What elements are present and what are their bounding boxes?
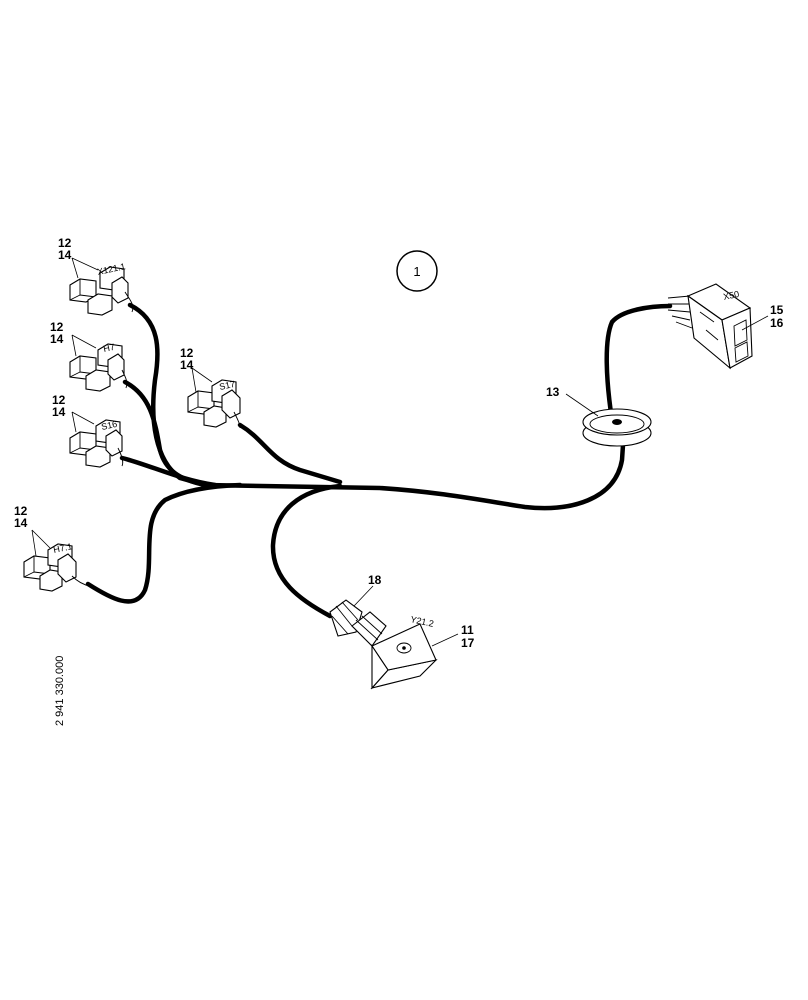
connector-h71-code: H7.1 — [52, 541, 73, 555]
valve-item-b: 17 — [461, 636, 475, 650]
connector-h71: 12 14 H7.1 — [14, 504, 91, 592]
connector-x121-item-a: 12 — [58, 236, 72, 250]
connector-s16-code: S16 — [100, 419, 118, 432]
connector-s17-item-a: 12 — [180, 346, 194, 360]
grommet: 13 — [546, 385, 652, 447]
connector-x50-item-b: 16 — [770, 316, 784, 330]
callout-circle: 1 — [396, 250, 438, 292]
harness-wires — [85, 302, 673, 619]
connector-s16: 12 14 S16 — [52, 393, 124, 468]
connector-s17: 12 14 S17 — [180, 346, 241, 429]
connector-h7: 12 14 H7 — [50, 320, 128, 392]
connector-h71-item-b: 14 — [14, 516, 28, 530]
connector-x50-code: X50 — [722, 289, 740, 302]
callout-number: 1 — [413, 264, 420, 279]
valve-item-a: 11 — [461, 623, 474, 637]
connector-h7-item-a: 12 — [50, 320, 64, 334]
grommet-item: 13 — [546, 385, 560, 399]
connector-x50-item-a: 15 — [770, 303, 784, 317]
valve-plug: 18 Y21.2 11 17 — [329, 573, 475, 690]
connector-x121: 12 14 X121.1 — [58, 236, 134, 316]
connector-s16-item-b: 14 — [52, 405, 66, 419]
connector-s17-code: S17 — [218, 379, 236, 392]
connector-x50: X50 15 16 — [667, 283, 784, 370]
connector-h7-item-b: 14 — [50, 332, 64, 346]
connector-x121-item-b: 14 — [58, 248, 72, 262]
valve-plug-item: 18 — [368, 573, 382, 587]
connector-h71-item-a: 12 — [14, 504, 28, 518]
drawing-number: 2 941 330.000 — [54, 656, 66, 726]
valve-code: Y21.2 — [410, 614, 435, 629]
connector-s16-item-a: 12 — [52, 393, 66, 407]
connector-s17-item-b: 14 — [180, 358, 194, 372]
connector-h7-code: H7 — [102, 342, 115, 354]
